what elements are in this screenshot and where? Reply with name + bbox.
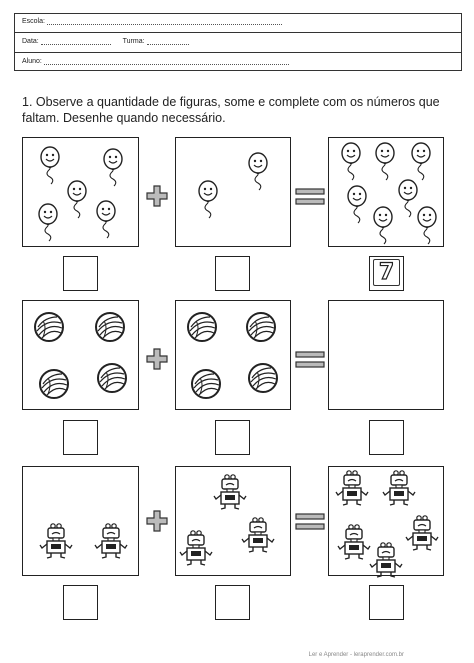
row2-middle-ball-icon [248,363,278,393]
school-field[interactable] [46,18,282,25]
row2-result-answer[interactable] [369,420,404,455]
school-line: Escola: [14,13,462,31]
row1-left-balloon-icon [38,203,58,242]
row3-left-robot-icon [94,523,128,559]
row1-result-balloon-icon [341,142,361,181]
row1-left-answer[interactable] [63,256,98,291]
footer: Ler e Aprender - leraprender.com.br [0,652,474,658]
row1-plus-icon [146,185,168,207]
student-field[interactable] [43,58,289,65]
row3-middle-robot-icon [179,530,213,566]
row1-middle-answer[interactable] [215,256,250,291]
row3-result-answer[interactable] [369,585,404,620]
row3-result-robot-icon [369,542,403,578]
row3-plus-icon [146,510,168,532]
row2-plus-icon [146,348,168,370]
row2-middle-ball-icon [187,312,217,342]
row1-result-balloon-icon [375,142,395,181]
date-line: Data: Turma: [14,33,462,51]
row2-left-answer[interactable] [63,420,98,455]
row2-left-ball-icon [97,363,127,393]
row3-middle-answer[interactable] [215,585,250,620]
row1-equals-icon [295,188,325,205]
row1-left-balloon-icon [67,180,87,219]
footer-text: Ler e Aprender - leraprender.com.br [308,652,404,658]
row1-left-balloon-icon [96,200,116,239]
row1-left-balloon-icon [103,148,123,187]
row1-left-balloon-icon [40,146,60,185]
row1-result-balloon-icon [373,206,393,245]
row3-result-robot-icon [405,515,439,551]
instruction-text: 1. Observe a quantidade de figuras, some… [22,95,440,125]
row1-middle-box [175,137,291,247]
row3-left-box [22,466,139,576]
row2-middle-answer[interactable] [215,420,250,455]
row3-equals-icon [295,513,325,530]
row2-middle-ball-icon [191,369,221,399]
row1-middle-balloon-icon [198,180,218,219]
school-label: Escola: [22,18,45,25]
row3-result-robot-icon [337,524,371,560]
row1-result-balloon-icon [347,185,367,224]
row1-result-balloon-icon [398,179,418,218]
row1-result-balloon-icon [411,142,431,181]
row1-result-answer[interactable]: 7 [369,256,404,291]
header-box [14,13,462,71]
row1-result-number: 7 [373,259,400,286]
row3-left-robot-icon [39,523,73,559]
row2-left-ball-icon [95,312,125,342]
row1-middle-balloon-icon [248,152,268,191]
row2-equals-icon [295,351,325,368]
row3-middle-robot-icon [241,517,275,553]
row3-left-answer[interactable] [63,585,98,620]
row1-result-balloon-icon [417,206,437,245]
row3-result-robot-icon [335,470,369,506]
date-field[interactable] [40,38,111,45]
student-line: Aluno: [14,53,462,71]
row3-middle-robot-icon [213,474,247,510]
row2-left-ball-icon [34,312,64,342]
row2-middle-ball-icon [246,312,276,342]
class-label: Turma: [122,38,145,45]
row2-left-ball-icon [39,369,69,399]
row2-result-box[interactable] [328,300,444,410]
student-label: Aluno: [22,58,42,65]
date-label: Data: [22,38,39,45]
row3-result-robot-icon [382,470,416,506]
class-field[interactable] [146,38,189,45]
